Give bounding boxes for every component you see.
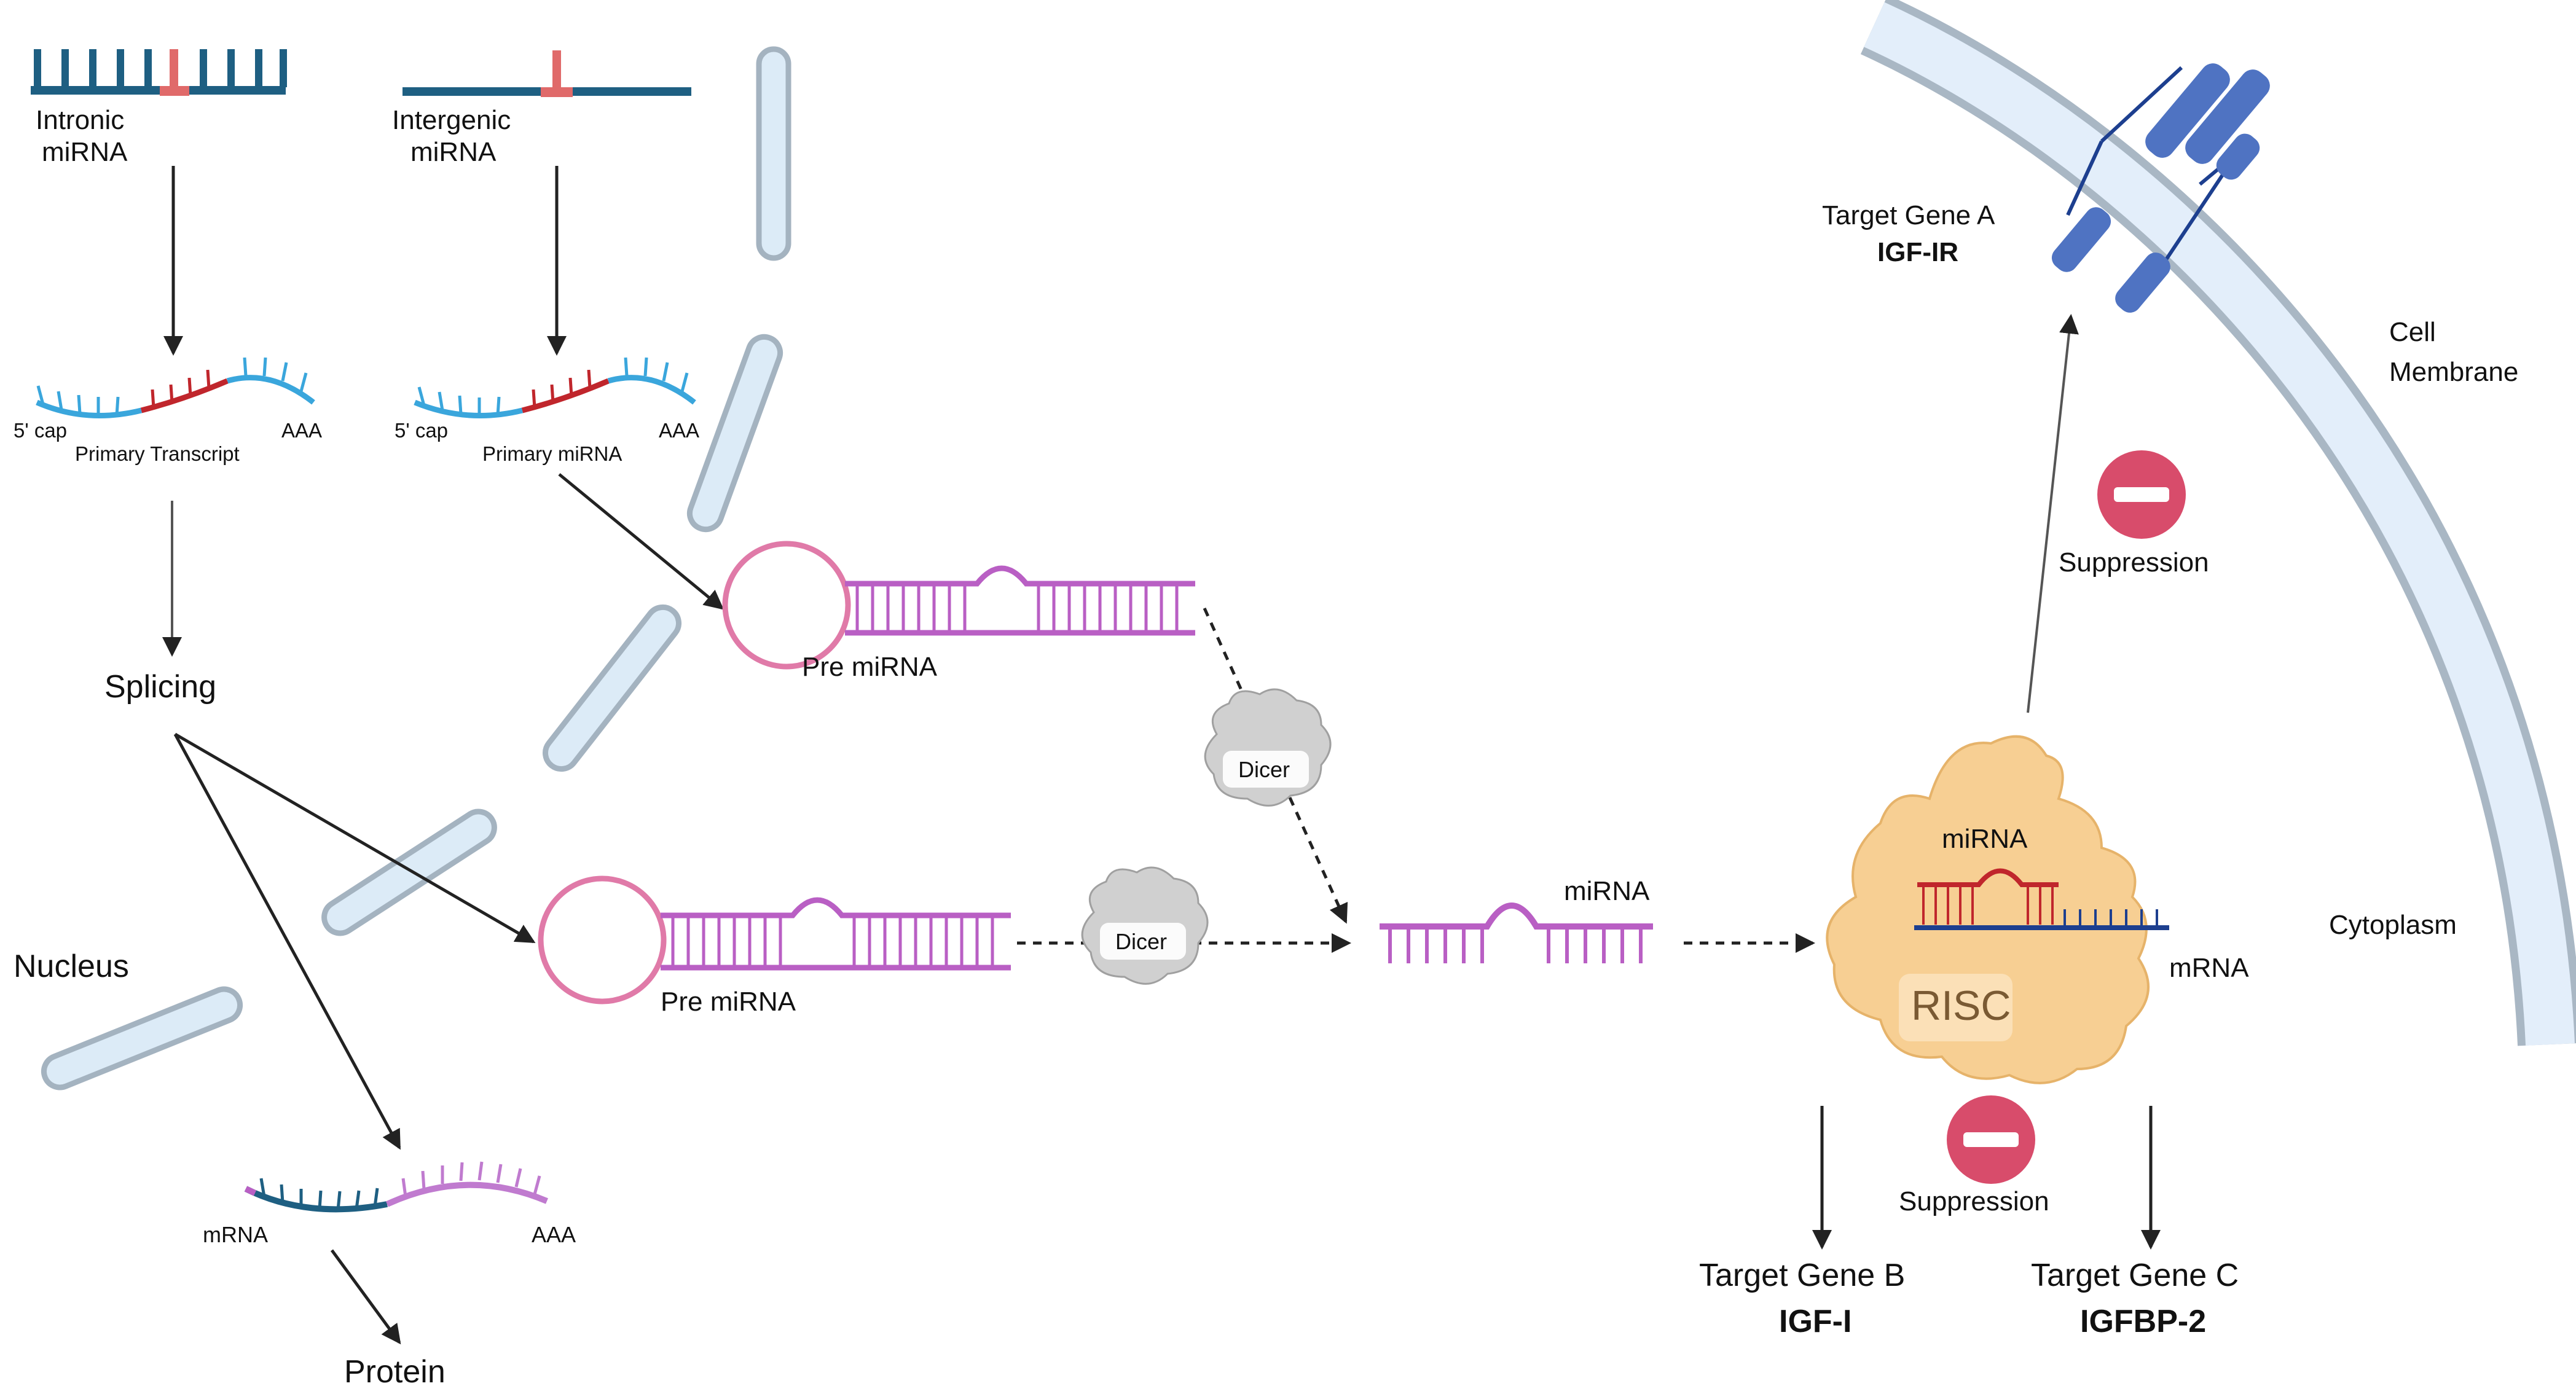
risc-mrna-strand [1914,909,2169,930]
dicer-bottom-label: Dicer [1115,929,1167,954]
intronic-label-2: miRNA [42,137,128,167]
suppression-icon [2097,450,2186,539]
mrna-strand [244,1161,548,1213]
arrow-to-pre-mirna-top [558,473,724,610]
receptor-icon [2051,63,2270,313]
nucleus-label: Nucleus [14,949,129,984]
pre-mirna-top-label: Pre miRNA [802,652,938,682]
aaa-bottom-label: AAA [532,1222,576,1247]
cell-membrane-label-1: Cell [2389,317,2436,347]
mirna-label: miRNA [1564,876,1650,906]
target-a-label: Target Gene A [1822,200,1995,230]
splicing-label: Splicing [104,669,216,705]
arrow-mrna-to-protein [330,1249,401,1345]
cell-membrane [1860,0,2576,1046]
target-c-gene-label: IGFBP-2 [2080,1304,2206,1339]
arrow-splicing-to-mrna [173,733,401,1150]
risc-mirna-strand [1917,868,2059,925]
suppression-bottom-label: Suppression [1899,1186,2049,1216]
primary-mirna-strand [414,357,696,418]
intergenic-label-1: Intergenic [392,105,511,135]
pre-mirna-bottom-label: Pre miRNA [661,987,796,1017]
intronic-label-1: Intronic [36,105,124,135]
risc-label: RISC [1911,982,2011,1029]
aaa-right-label: AAA [659,419,699,442]
mature-mirna-strand [1380,903,1653,963]
arrow-splicing-to-pre-mirna [174,732,536,944]
cell-membrane-label-2: Membrane [2389,357,2518,387]
cytoplasm-label: Cytoplasm [2329,910,2457,940]
risc-complex-icon [1826,735,2150,1084]
intronic-gene-strand [31,49,287,96]
suppression-top-label: Suppression [2059,547,2209,578]
aaa-left-label: AAA [281,419,322,442]
risc-mrna-label: mRNA [2169,953,2249,983]
dicer-top-label: Dicer [1238,757,1290,782]
risc-mirna-label: miRNA [1942,824,2028,854]
pre-mirna-bottom-hairpin [538,875,1011,1004]
suppression-icon [1947,1095,2035,1184]
primary-transcript-strand [36,357,315,418]
target-b-label: Target Gene B [1699,1258,1905,1293]
pre-mirna-top-hairpin [722,541,1195,670]
target-a-gene-label: IGF-IR [1877,237,1958,267]
primary-transcript-label: Primary Transcript [75,442,240,465]
mrna-bottom-label: mRNA [203,1222,268,1247]
primary-mirna-label: Primary miRNA [482,442,622,465]
protein-label: Protein [344,1354,446,1390]
intergenic-gene-strand [402,50,691,97]
dicer-icon [1081,866,1209,985]
cap-right-label: 5' cap [395,419,448,442]
nucleus-envelope-icon [41,46,791,1091]
dicer-icon [1204,688,1332,807]
target-c-label: Target Gene C [2031,1258,2239,1293]
arrow-risc-to-target-a [2027,314,2079,713]
cap-left-label: 5' cap [14,419,67,442]
intergenic-label-2: miRNA [410,137,497,167]
target-b-gene-label: IGF-I [1779,1304,1852,1339]
